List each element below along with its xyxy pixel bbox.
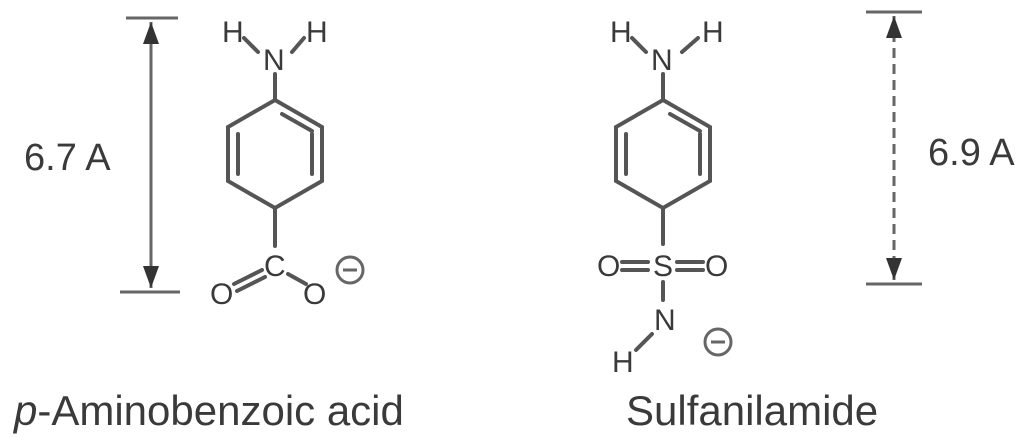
sulfa-h-left: H xyxy=(610,16,632,49)
paba-co-single xyxy=(286,272,308,286)
sulfa-nh-bond xyxy=(634,332,654,352)
sulfa-amide-n: N xyxy=(654,304,676,337)
sulfa-benzene-ring xyxy=(614,97,712,211)
paba-structure: 6.7 A H H N C O O p-Aminobenzoic acid xyxy=(12,16,404,434)
paba-name-prefix: p xyxy=(12,387,37,434)
paba-o-single: O xyxy=(303,278,326,311)
paba-h-left: H xyxy=(222,16,244,49)
paba-name-rest: -Aminobenzoic acid xyxy=(37,387,404,434)
paba-co-double-b xyxy=(235,275,267,293)
sulfa-name: Sulfanilamide xyxy=(626,387,878,434)
paba-o-double: O xyxy=(210,278,233,311)
sulfa-n: N xyxy=(651,44,673,77)
sulfa-amide-h: H xyxy=(612,346,634,379)
sulfa-negative-charge xyxy=(703,327,733,357)
paba-n: N xyxy=(263,44,285,77)
sulfa-o-right: O xyxy=(705,250,728,283)
paba-benzene-ring xyxy=(226,97,324,211)
paba-c: C xyxy=(264,250,286,283)
sulfa-nh-bond-left xyxy=(630,36,648,54)
sulfa-s: S xyxy=(653,250,673,283)
paba-nh-bond-right xyxy=(290,36,306,54)
paba-negative-charge xyxy=(335,255,365,285)
paba-name: p-Aminobenzoic acid xyxy=(12,387,404,434)
paba-h-right: H xyxy=(306,16,328,49)
sulfa-nh-bond-right xyxy=(680,36,700,54)
sulfa-distance-bar xyxy=(866,10,922,286)
sulfa-o-left: O xyxy=(597,250,620,283)
paba-distance-bar xyxy=(120,16,180,294)
sulfa-ring-double-3 xyxy=(668,112,702,133)
sulfa-arrow-down xyxy=(886,258,902,280)
paba-nh-bond-left xyxy=(242,36,260,54)
paba-arrow-down xyxy=(143,266,159,288)
paba-co-double-a xyxy=(232,268,264,286)
sulfa-arrow-up xyxy=(886,16,902,38)
paba-arrow-up xyxy=(143,22,159,44)
paba-distance-label: 6.7 A xyxy=(24,137,111,179)
sulfanilamide-structure: H H N S O O N H xyxy=(597,10,1015,434)
sulfa-distance-label: 6.9 A xyxy=(928,132,1015,174)
paba-ring-double-3 xyxy=(280,112,314,133)
sulfa-h-right: H xyxy=(702,16,724,49)
